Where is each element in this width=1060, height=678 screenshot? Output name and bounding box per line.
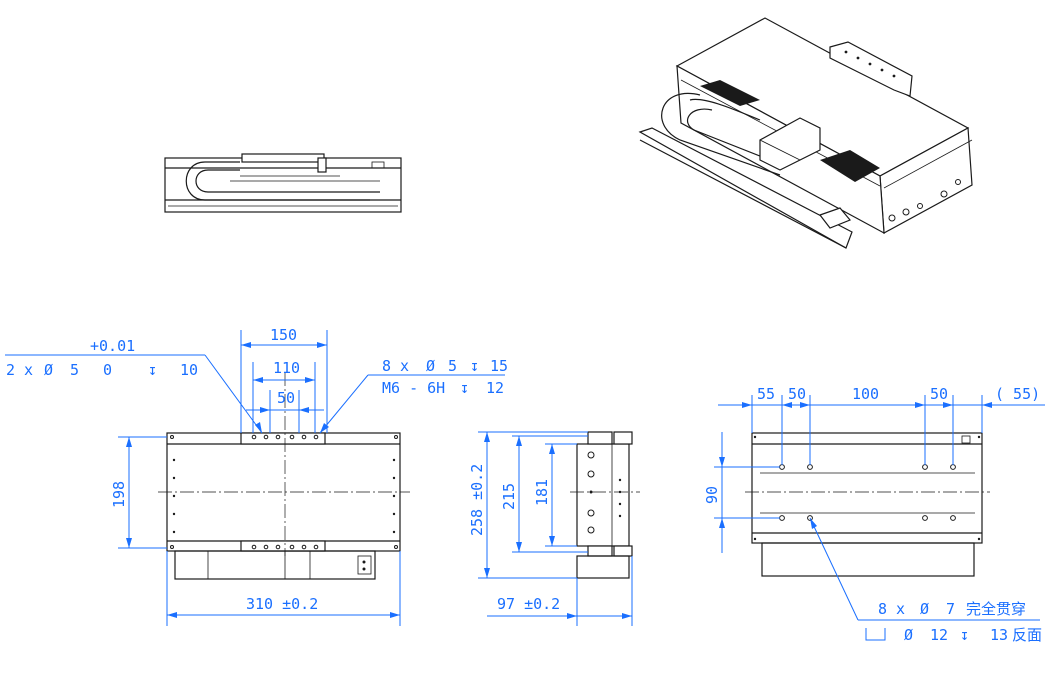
hole-dia: 5 <box>70 361 79 379</box>
thread-spec: M6 - 6H <box>382 379 445 397</box>
dim-150: 150 <box>270 326 297 344</box>
dim-198: 198 <box>110 481 128 508</box>
bottom-view <box>745 432 990 577</box>
cb-note: 反面 <box>1012 626 1042 644</box>
cb-depth: 13 <box>990 626 1008 644</box>
dim-55a: 55 <box>757 385 775 403</box>
tol-lower: 0 <box>103 361 112 379</box>
depth-symbol-2: ↧ <box>470 357 479 375</box>
dim-90: 90 <box>703 486 721 504</box>
bottom-view-dimensions: 55 50 100 50 ( 55) 90 8 x Ø 7 完全贯穿 Ø 12 … <box>703 385 1045 644</box>
depth-symbol-4: ↧ <box>960 626 969 644</box>
hole-depth: 10 <box>180 361 198 379</box>
hole-spec-count: 2 x <box>6 361 33 379</box>
diameter-symbol-3: Ø <box>920 600 929 618</box>
bottom-hole-count: 8 x <box>878 600 905 618</box>
dim-310: 310 ±0.2 <box>246 595 318 613</box>
dim-50a: 50 <box>788 385 806 403</box>
thread-dia: 5 <box>448 357 457 375</box>
thread-depth: 15 <box>490 357 508 375</box>
end-view <box>570 431 640 579</box>
bottom-hole-note: 完全贯穿 <box>966 600 1026 618</box>
dim-100: 100 <box>852 385 879 403</box>
dim-55b: ( 55) <box>995 385 1040 403</box>
depth-symbol-3: ↧ <box>460 379 469 397</box>
dim-50: 50 <box>277 389 295 407</box>
dim-215: 215 <box>500 483 518 510</box>
dim-181: 181 <box>533 479 551 506</box>
diameter-symbol-2: Ø <box>426 357 435 375</box>
diameter-symbol-4: Ø <box>904 626 913 644</box>
top-view-dimensions: 150 110 50 +0.01 2 x Ø 5 0 ↧ 10 8 x Ø 5 … <box>5 326 508 626</box>
tol-upper: +0.01 <box>90 337 135 355</box>
diameter-symbol: Ø <box>44 361 53 379</box>
thread-count: 8 x <box>382 357 409 375</box>
end-view-dimensions: 258 ±0.2 215 181 97 ±0.2 <box>468 431 633 626</box>
thread-spec-depth: 12 <box>486 379 504 397</box>
isometric-view <box>638 17 973 249</box>
front-view-small <box>164 153 402 213</box>
dim-97: 97 ±0.2 <box>497 595 560 613</box>
depth-symbol: ↧ <box>148 361 157 379</box>
dim-258: 258 ±0.2 <box>468 464 486 536</box>
dim-110: 110 <box>273 359 300 377</box>
cb-dia: 12 <box>930 626 948 644</box>
bottom-hole-dia: 7 <box>946 600 955 618</box>
dim-50b: 50 <box>930 385 948 403</box>
top-view <box>158 372 410 580</box>
